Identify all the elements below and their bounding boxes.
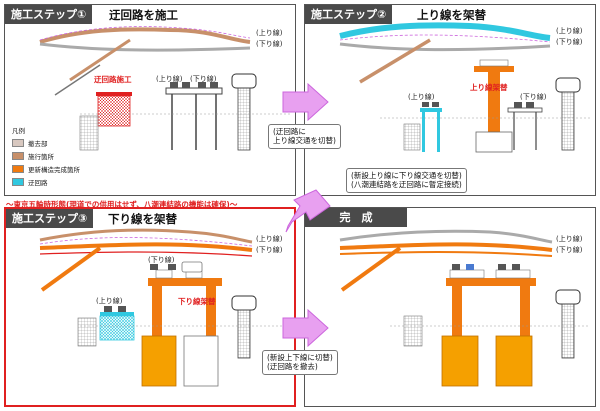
p2-down-label: (下り線): [556, 38, 583, 46]
legend-item: 撤去部: [12, 138, 80, 148]
p1-down-label: (下り線): [256, 40, 283, 48]
step3-title: 下り線を架替: [108, 212, 177, 226]
p1-detour-work-label: 迂回路施工: [94, 75, 132, 84]
p4-up-label: (上り線): [556, 235, 583, 243]
legend-item: 施行箇所: [12, 151, 80, 161]
step1-badge: 施工ステップ①: [5, 5, 93, 24]
step2-title: 上り線を架替: [417, 8, 486, 22]
p3-up-label-2: (上り線): [96, 297, 123, 305]
p2-up-label-2: (上り線): [408, 93, 435, 101]
p3-up-label: (上り線): [256, 235, 283, 243]
p1-up-label-2: (上り線): [156, 75, 183, 83]
complete-badge: 完 成: [305, 208, 407, 227]
olympic-separator-note: ～東京五輪時形態(現道での供用はせず、八潮連結路の機能は確保)～: [6, 200, 238, 209]
arrow-step2-to-step3: [285, 189, 331, 233]
step2-drawing: [339, 22, 590, 153]
note-step1: (迂回路に上り線交通を切替): [268, 124, 341, 149]
note-step2: (新設上り線に下り線交通を切替)(八潮連結路を迂回路に暫定接続): [346, 168, 467, 193]
legend-item: 更新構造完成箇所: [12, 164, 80, 174]
arrow-step3-to-complete: [282, 308, 329, 348]
p2-up-label: (上り線): [556, 27, 583, 35]
p1-up-label: (上り線): [256, 29, 283, 37]
p3-down-label-2: (下り線): [148, 256, 175, 264]
p2-down-label-2: (下り線): [520, 93, 547, 101]
p3-down-replace-label: 下り線架替: [178, 297, 216, 306]
p4-down-label: (下り線): [556, 246, 583, 254]
arrow-step1-to-step2: [282, 82, 329, 122]
p2-up-replace-label: 上り線架替: [470, 83, 508, 92]
step1-title: 迂回路を施工: [109, 8, 178, 22]
step1-drawing: [39, 26, 290, 151]
legend-title: 凡例: [12, 127, 25, 135]
legend: 凡例 撤去部 施行箇所 更新構造完成箇所 迂回路: [12, 125, 80, 187]
step3-drawing: [39, 228, 290, 387]
complete-drawing: [339, 229, 590, 387]
step3-badge: 施工ステップ③: [6, 209, 94, 228]
legend-item: 迂回路: [12, 177, 80, 187]
p1-down-label-2: (下り線): [190, 75, 217, 83]
note-step3: (新設上下線に切替)(迂回路を撤去): [262, 350, 338, 375]
p3-down-label: (下り線): [256, 246, 283, 254]
step2-badge: 施工ステップ②: [305, 5, 393, 24]
